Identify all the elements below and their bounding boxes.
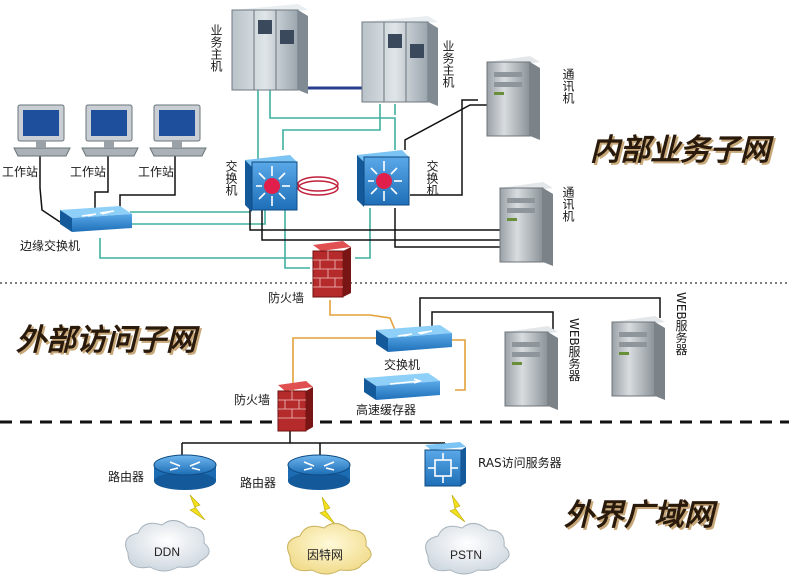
label-router-2: 路由器 xyxy=(240,475,276,490)
cloud-internet xyxy=(287,523,372,575)
external-switch xyxy=(376,325,452,352)
label-business-host-1: 业务主机 xyxy=(209,24,223,72)
workstation-2 xyxy=(81,104,139,157)
zone-title-outside-shadow: 外界广域网 xyxy=(566,500,720,535)
label-comm-server-2: 通讯机 xyxy=(561,186,575,222)
label-firewall-external: 防火墙 xyxy=(234,392,270,407)
label-comm-server-1: 通讯机 xyxy=(561,68,575,104)
zone-title-external-shadow: 外部访问子网 xyxy=(18,325,202,360)
zone-title-outside: 外界广域网 xyxy=(564,498,718,533)
wan-link-bolts xyxy=(189,494,466,525)
label-router-1: 路由器 xyxy=(108,469,144,484)
workstation-1 xyxy=(13,104,71,157)
label-workstation-3: 工作站 xyxy=(138,165,174,179)
label-cloud-pstn: PSTN xyxy=(450,548,482,562)
router-2 xyxy=(287,454,351,490)
core-switch-1 xyxy=(245,155,298,212)
ras-server xyxy=(424,442,466,487)
zone-titles: 内部业务子网 内部业务子网 外部访问子网 外部访问子网 外界广域网 外界广域网 xyxy=(16,133,776,535)
web-server-1 xyxy=(504,326,558,410)
business-host-1 xyxy=(231,4,308,94)
label-edge-switch: 边缘交换机 xyxy=(20,238,80,253)
comm-server-2 xyxy=(499,182,553,266)
zone-title-internal: 内部业务子网 xyxy=(590,133,774,168)
label-ras-server: RAS访问服务器 xyxy=(478,455,562,470)
label-business-host-2: 业务主机 xyxy=(441,40,455,88)
label-cloud-internet: 因特网 xyxy=(307,547,343,562)
label-external-switch: 交换机 xyxy=(384,357,420,372)
node-labels: 业务主机 业务主机 通讯机 通讯机 交换机 交换机 WEB服务器 WEB服务器 … xyxy=(2,24,688,562)
firewall-internal xyxy=(312,241,351,298)
cloud-ddn xyxy=(125,520,210,572)
edge-switch xyxy=(60,206,132,232)
label-web-server-1: WEB服务器 xyxy=(567,318,581,382)
core-switch-2 xyxy=(357,150,410,207)
cache-device xyxy=(364,373,440,400)
label-cloud-ddn: DDN xyxy=(154,545,180,559)
label-workstation-2: 工作站 xyxy=(70,165,106,179)
zone-title-external: 外部访问子网 xyxy=(16,323,200,358)
web-server-2 xyxy=(611,316,665,400)
label-firewall-internal: 防火墙 xyxy=(268,290,304,305)
firewall-external xyxy=(277,381,313,432)
comm-server-1 xyxy=(486,56,540,140)
label-workstation-1: 工作站 xyxy=(2,165,38,179)
label-core-switch-1: 交换机 xyxy=(224,159,238,196)
workstation-3 xyxy=(149,104,207,157)
router-1 xyxy=(153,454,217,490)
label-web-server-2: WEB服务器 xyxy=(674,292,688,356)
zone-title-internal-shadow: 内部业务子网 xyxy=(592,135,776,170)
cloud-pstn xyxy=(425,523,510,575)
label-core-switch-2: 交换机 xyxy=(425,159,439,196)
business-host-2 xyxy=(361,16,438,106)
label-cache-device: 高速缓存器 xyxy=(356,402,416,417)
